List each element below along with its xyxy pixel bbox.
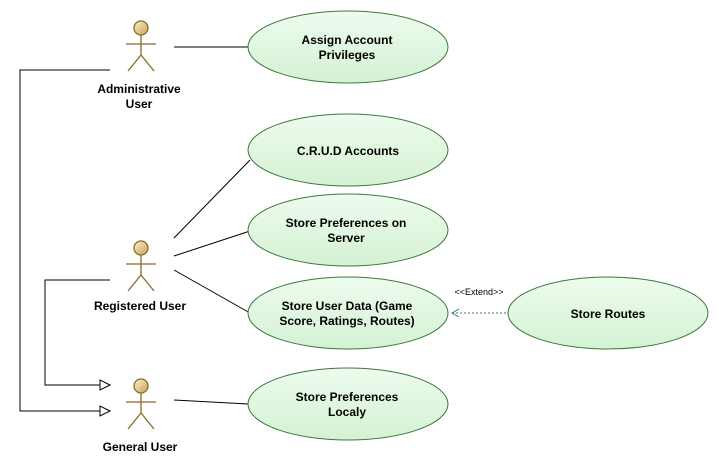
usecase-label: Score, Ratings, Routes)	[279, 314, 414, 328]
actor-administrative-user[interactable]: Administrative User	[97, 20, 181, 111]
usecase-label: Privileges	[319, 48, 376, 62]
actor-general-user[interactable]: General User	[103, 378, 178, 454]
generalization-lines	[19, 69, 112, 417]
usecase-store-preferences-locally[interactable]: Store Preferences Localy	[247, 367, 449, 441]
assoc-registered-prefs-server	[173, 230, 251, 257]
extend-relation: <<Extend>>	[450, 287, 508, 318]
actor-figure-icon	[126, 240, 156, 292]
usecase-label: Server	[327, 231, 365, 245]
assoc-general-prefs-local	[173, 399, 249, 405]
actor-label: Registered User	[94, 299, 186, 313]
usecase-label: Store Routes	[571, 307, 646, 321]
usecase-store-user-data[interactable]: Store User Data (Game Score, Ratings, Ro…	[247, 276, 449, 350]
association-lines	[173, 46, 251, 405]
usecase-assign-account-privileges[interactable]: Assign Account Privileges	[247, 10, 449, 84]
usecase-label: Store Preferences on	[286, 216, 407, 230]
usecase-store-routes[interactable]: Store Routes	[507, 276, 709, 350]
usecase-label: Store Preferences	[296, 390, 399, 404]
generalization-arrowhead-registered	[99, 379, 112, 391]
extend-arrowhead	[450, 308, 460, 318]
usecase-store-preferences-server[interactable]: Store Preferences on Server	[247, 193, 449, 267]
actor-label: Administrative	[97, 82, 181, 96]
actor-figure-icon	[126, 378, 156, 430]
actor-figure-icon	[126, 20, 156, 72]
generalization-admin-to-general	[19, 69, 110, 412]
actor-registered-user[interactable]: Registered User	[94, 240, 186, 313]
actor-label: User	[126, 97, 153, 111]
generalization-registered-to-general	[44, 279, 110, 386]
usecase-crud-accounts[interactable]: C.R.U.D Accounts	[247, 113, 449, 187]
generalization-arrowhead-admin	[99, 405, 112, 417]
usecase-label: C.R.U.D Accounts	[297, 144, 400, 158]
actor-label: General User	[103, 440, 178, 454]
extend-label: <<Extend>>	[454, 287, 503, 297]
usecase-label: Assign Account	[302, 33, 393, 47]
usecase-label: Localy	[328, 405, 366, 419]
assoc-registered-crud	[173, 159, 251, 239]
assoc-registered-user-data	[173, 269, 251, 314]
usecase-label: Store User Data (Game	[282, 299, 413, 313]
